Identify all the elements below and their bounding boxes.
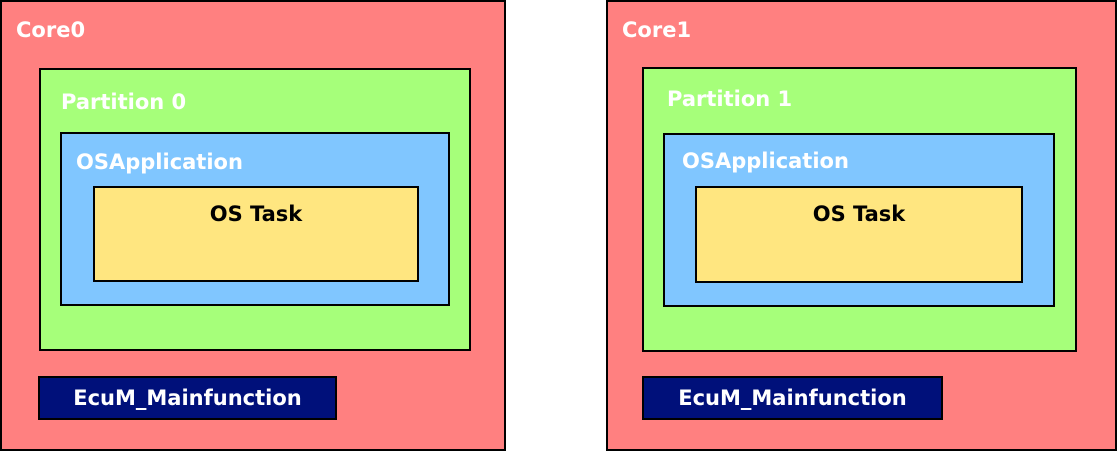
os-task-1-label: OS Task [812, 202, 906, 226]
ecum-mainfunction-1-box: EcuM_Mainfunction [642, 376, 943, 420]
core-0-label: Core0 [16, 18, 86, 42]
os-application-0-label: OSApplication [76, 150, 243, 174]
os-application-0-box: OSApplication OS Task [60, 132, 450, 306]
os-task-1-box: OS Task [695, 186, 1023, 283]
ecum-mainfunction-0-label: EcuM_Mainfunction [73, 386, 302, 410]
os-task-0-label: OS Task [209, 202, 303, 226]
os-task-0-box: OS Task [93, 186, 419, 282]
ecum-mainfunction-1-label: EcuM_Mainfunction [678, 386, 907, 410]
partition-0-label: Partition 0 [61, 90, 187, 114]
os-application-1-box: OSApplication OS Task [663, 133, 1055, 307]
os-application-1-label: OSApplication [682, 149, 849, 173]
core-1-box: Core1 Partition 1 OSApplication OS Task … [606, 0, 1117, 451]
partition-1-label: Partition 1 [667, 87, 793, 111]
ecum-mainfunction-0-box: EcuM_Mainfunction [38, 376, 337, 420]
core-1-label: Core1 [622, 18, 692, 42]
core-0-box: Core0 Partition 0 OSApplication OS Task … [0, 0, 506, 451]
partition-0-box: Partition 0 OSApplication OS Task [39, 68, 471, 351]
partition-1-box: Partition 1 OSApplication OS Task [642, 67, 1077, 352]
